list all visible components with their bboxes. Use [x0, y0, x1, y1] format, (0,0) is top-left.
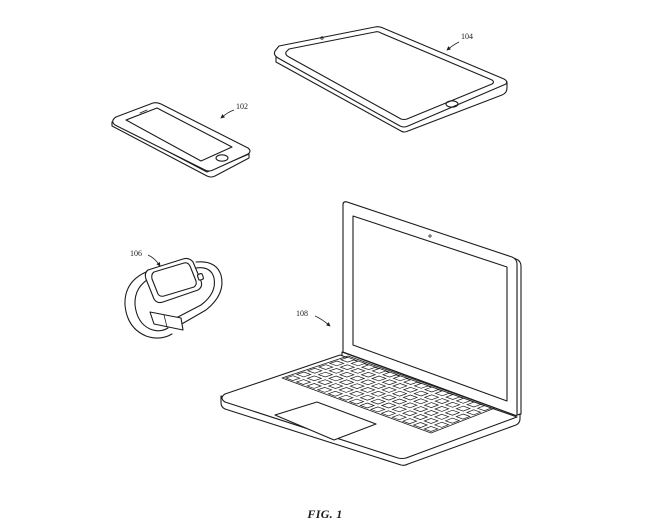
keyboard-key [370, 383, 387, 389]
keyboard-key [433, 421, 450, 428]
keyboard-key [380, 394, 397, 401]
keyboard-key [423, 386, 440, 393]
laptop-ref-label: 108 [296, 309, 308, 318]
tablet-ref-label: 104 [461, 32, 473, 41]
keyboard-key [423, 394, 440, 401]
keyboard-key [348, 390, 365, 397]
keyboard-key [380, 402, 397, 409]
keyboard-key [423, 418, 439, 424]
keyboard-key [401, 410, 418, 417]
keyboard-key [391, 390, 408, 397]
keyboard-key [381, 387, 398, 393]
keyboard-key [316, 387, 333, 393]
keyboard-key [412, 406, 429, 413]
keyboard-key [360, 371, 377, 378]
keyboard-key [328, 375, 344, 382]
keyboard-key [349, 368, 366, 374]
keyboard-key [401, 418, 418, 425]
keyboard-key [295, 371, 312, 378]
keyboard-key [359, 402, 376, 409]
keyboard-key [423, 402, 440, 408]
keyboard-key [328, 368, 345, 374]
keyboard-key [349, 383, 366, 389]
keyboard-key [455, 413, 471, 420]
keyboard-key [455, 405, 472, 412]
keyboard-key [391, 398, 408, 405]
keyboard-key [391, 414, 408, 421]
keyboard-key [370, 390, 387, 397]
keyboard-key [317, 364, 334, 370]
keyboard-key [444, 401, 461, 408]
keyboard-key [317, 371, 334, 378]
keyboard-key [444, 409, 461, 416]
keyboard-key [402, 402, 418, 409]
keyboard-key [413, 390, 429, 397]
keyboard-key [339, 356, 356, 363]
keyboard-key [455, 397, 472, 404]
keyboard-key [306, 367, 323, 374]
phone-device: 102 [111, 102, 251, 178]
keyboard-key [306, 383, 323, 389]
keyboard-key [434, 398, 450, 404]
keyboard-key [392, 375, 409, 382]
keyboard-key [338, 387, 355, 393]
keyboard-key [327, 390, 344, 397]
watch-device: 106 [124, 249, 223, 339]
keyboard-key [412, 422, 429, 428]
laptop-device: 108 [220, 201, 522, 466]
keyboard-key [360, 364, 377, 370]
keyboard-key [412, 398, 429, 405]
keyboard-key [402, 386, 419, 393]
keyboard-key [434, 390, 451, 397]
tablet-device: 104 [273, 26, 508, 133]
keyboard-key [445, 394, 461, 400]
laptop-keyboard [284, 356, 493, 432]
figure-caption: FIG. 1 [307, 507, 343, 521]
keyboard-key [338, 394, 354, 401]
keyboard-key [327, 383, 344, 389]
watch-ref-label: 106 [130, 249, 142, 258]
keyboard-key [391, 406, 408, 413]
keyboard-key [317, 379, 333, 385]
keyboard-key [380, 410, 397, 417]
keyboard-key [402, 394, 419, 401]
keyboard-key [359, 394, 376, 401]
keyboard-key [466, 401, 482, 408]
keyboard-key [444, 417, 461, 424]
keyboard-key [359, 387, 376, 393]
keyboard-key [476, 405, 493, 412]
keyboard-key [350, 360, 367, 367]
keyboard-key [465, 409, 482, 416]
phone-ref-label: 102 [236, 102, 248, 111]
keyboard-key [370, 398, 386, 405]
keyboard-key [328, 360, 345, 367]
keyboard-key [284, 375, 301, 381]
keyboard-key [339, 364, 356, 370]
keyboard-key [402, 379, 419, 385]
keyboard-key [392, 383, 408, 389]
keyboard-key [434, 406, 450, 412]
keyboard-key [348, 398, 365, 405]
keyboard-key [371, 368, 388, 374]
keyboard-key [434, 413, 450, 420]
keyboard-key [381, 371, 398, 378]
keyboard-key [412, 414, 429, 420]
keyboard-key [371, 375, 387, 382]
keyboard-key [338, 371, 355, 378]
keyboard-key [360, 379, 376, 386]
keyboard-key [295, 379, 312, 385]
keyboard-key [423, 426, 439, 432]
keyboard-key [369, 406, 386, 413]
keyboard-key [381, 379, 398, 386]
keyboard-key [349, 375, 366, 382]
keyboard-key [306, 375, 323, 382]
keyboard-key [338, 379, 355, 386]
keyboard-key [413, 383, 430, 389]
keyboard-key [423, 410, 440, 416]
